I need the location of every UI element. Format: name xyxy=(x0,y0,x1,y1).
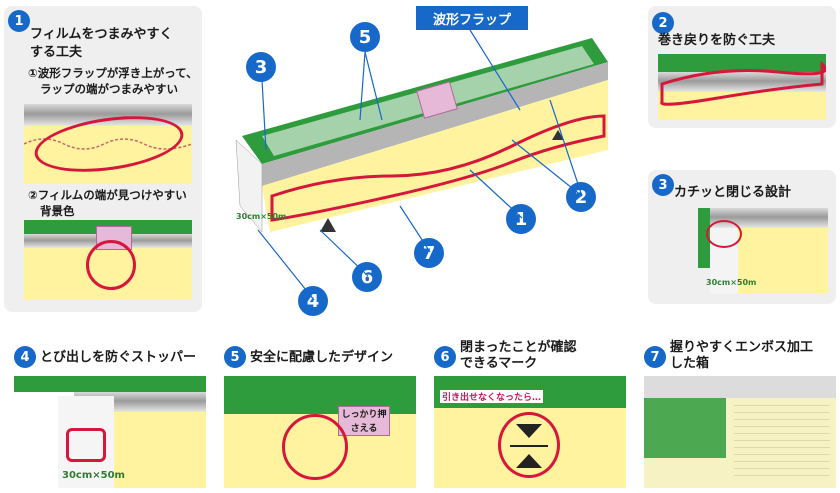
card-click-close: 3 カチッと閉じる設計 30cm×50m xyxy=(648,170,836,304)
photo-wave-flap xyxy=(24,104,192,184)
highlight-ring xyxy=(66,428,106,462)
highlight-ring xyxy=(282,414,348,480)
highlight-ring xyxy=(498,412,560,478)
card1-title-line2: する工夫 xyxy=(30,45,83,60)
bottom6-label-text: 引き出せなくなったら… xyxy=(440,390,544,403)
bottom6-title-line1: 閉まったことが確認 xyxy=(460,340,577,355)
card1-sub2-line2: 背景色 xyxy=(40,204,75,218)
bottom7-title-line1: 握りやすくエンボス加工 xyxy=(670,340,814,355)
photo-safe-design: しっかり押さえる xyxy=(224,376,416,488)
badge-1: 1 xyxy=(8,10,30,32)
badge-3: 3 xyxy=(652,174,674,196)
bottom4-title: とび出しを防ぐストッパー xyxy=(40,350,197,365)
card1-sub1-line1: ①波形フラップが浮き上がって、 xyxy=(28,66,198,80)
main-box-illustration: 30cm×50m xyxy=(232,36,632,236)
photo-background-color xyxy=(24,220,192,300)
wave-flap-label: 波形フラップ xyxy=(416,6,528,30)
bottom4-size-text: 30cm×50m xyxy=(62,470,125,481)
callout-3: 3 xyxy=(246,52,276,82)
card-film-grip: 1 フィルムをつまみやすく する工夫 ①波形フラップが浮き上がって、 ラップの端… xyxy=(4,6,202,312)
photo-embossed-box xyxy=(644,376,836,488)
photo-stopper: 30cm×50m xyxy=(14,376,206,488)
callout-6: 6 xyxy=(352,262,382,292)
badge-7: 7 xyxy=(644,346,666,368)
bottom7-title-line2: した箱 xyxy=(670,356,710,371)
card2-title: 巻き戻りを防ぐ工夫 xyxy=(658,33,776,48)
bottom6-title-line2: できるマーク xyxy=(460,356,538,371)
box-size-text: 30cm×50m xyxy=(236,212,287,221)
card1-title-line1: フィルムをつまみやすく xyxy=(30,27,173,42)
callout-5: 5 xyxy=(350,22,380,52)
highlight-ring xyxy=(706,220,742,248)
callout-7: 7 xyxy=(414,238,444,268)
photo-click-close: 30cm×50m xyxy=(698,208,828,296)
photo-rewind xyxy=(658,54,826,120)
card-rewind-prevention: 2 巻き戻りを防ぐ工夫 xyxy=(648,6,836,128)
card3-title: カチッと閉じる設計 xyxy=(674,185,792,200)
photo-closed-mark: 引き出せなくなったら… xyxy=(434,376,626,488)
card1-sub2-line1: ②フィルムの端が見つけやすい xyxy=(28,188,187,202)
highlight-ring xyxy=(86,240,136,290)
bottom5-title: 安全に配慮したデザイン xyxy=(250,350,394,365)
badge-2: 2 xyxy=(652,12,674,34)
card3-size-text: 30cm×50m xyxy=(706,278,757,287)
badge-4: 4 xyxy=(14,346,36,368)
badge-5: 5 xyxy=(224,346,246,368)
card1-sub1-line2: ラップの端がつまみやすい xyxy=(40,82,178,96)
bottom5-sticker-text: しっかり押さえる xyxy=(338,406,390,436)
badge-6: 6 xyxy=(434,346,456,368)
